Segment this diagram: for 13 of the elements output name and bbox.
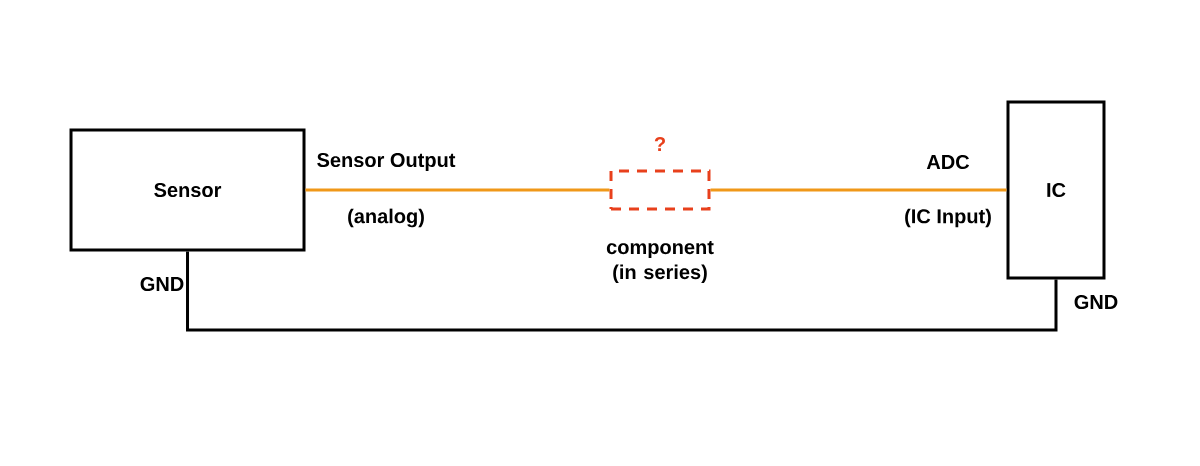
pin-label: Sensor Output — [317, 152, 456, 172]
pin-label: (IC Input) — [905, 208, 991, 228]
signal-wire — [710, 188, 1007, 192]
ic-box: IC — [1006, 100, 1106, 280]
sensor-box: Sensor — [69, 128, 306, 252]
pin-label: ADC — [926, 154, 970, 170]
pin-label: (analog) — [348, 208, 424, 228]
pin-label: GND — [1074, 294, 1118, 310]
signal-wire — [305, 188, 610, 192]
pin-label: GND — [140, 276, 184, 292]
component-caption: component (in series) — [606, 240, 714, 284]
ground-wire — [186, 251, 1058, 332]
question-mark: ? — [654, 137, 665, 151]
